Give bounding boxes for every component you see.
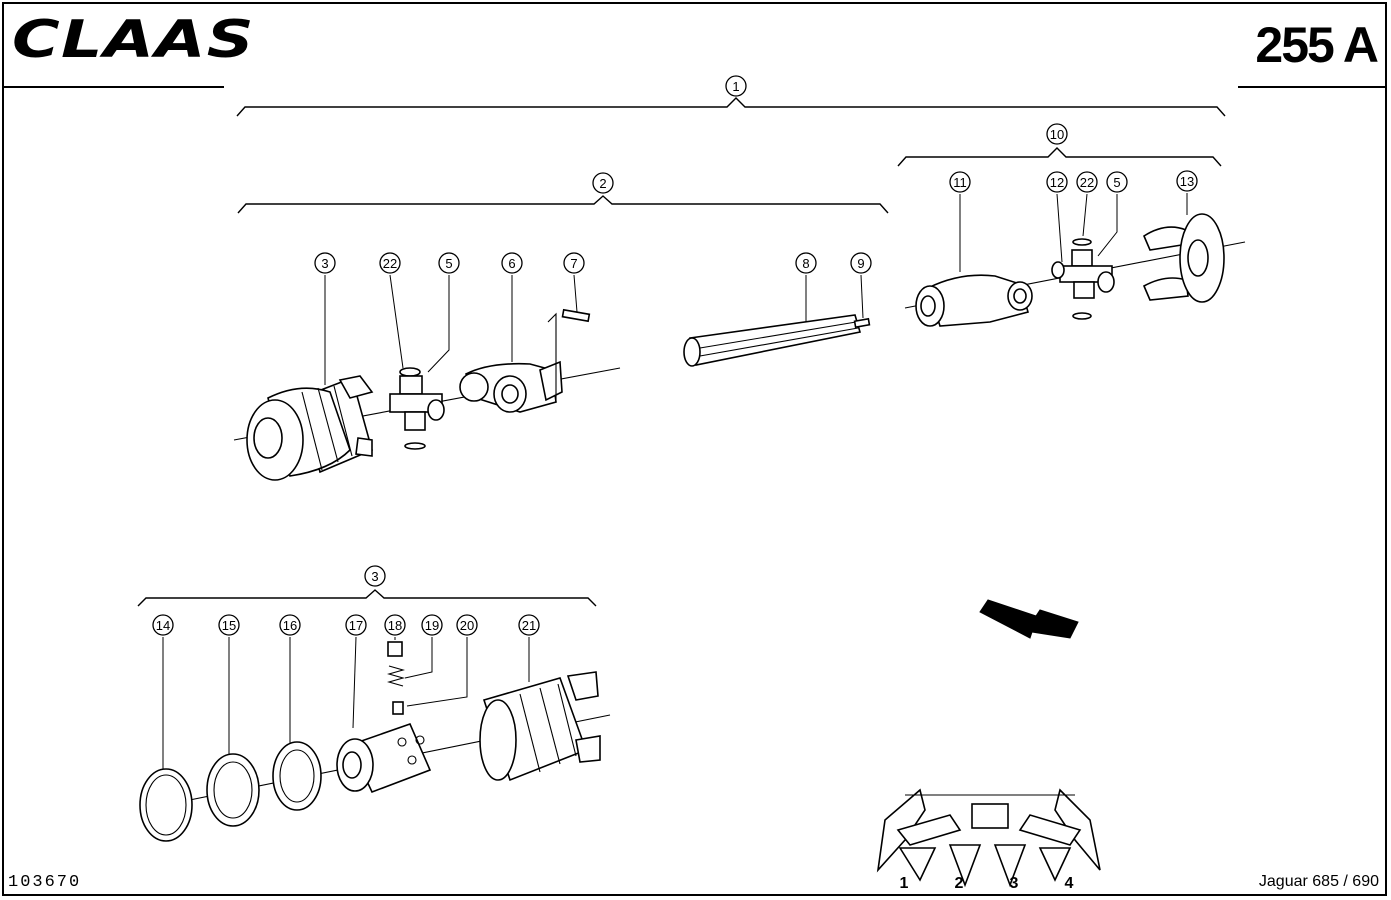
svg-text:17: 17 — [349, 618, 363, 633]
callout: 3 — [364, 565, 386, 587]
callout: 7 — [563, 252, 585, 274]
svg-text:20: 20 — [460, 618, 474, 633]
callout: 21 — [518, 614, 540, 636]
svg-text:5: 5 — [445, 256, 452, 271]
header-rule-right — [1238, 86, 1387, 88]
bearing-ring-17 — [336, 722, 432, 794]
svg-text:2: 2 — [599, 176, 606, 191]
bracket-group-3 — [137, 589, 597, 607]
callout: 14 — [152, 614, 174, 636]
callout: 10 — [1046, 123, 1068, 145]
svg-text:12: 12 — [1050, 175, 1064, 190]
callout: 20 — [456, 614, 478, 636]
callout: 3 — [314, 252, 336, 274]
roll-pin — [547, 308, 591, 400]
bracket-group-2 — [237, 195, 889, 214]
small-pin — [853, 317, 871, 329]
svg-text:19: 19 — [425, 618, 439, 633]
callout: 17 — [345, 614, 367, 636]
direction-arrow-icon — [979, 599, 1079, 639]
svg-text:7: 7 — [570, 256, 577, 271]
callout: 9 — [850, 252, 872, 274]
header-rule-left — [2, 86, 224, 88]
svg-text:8: 8 — [802, 256, 809, 271]
guard-cone-upper — [246, 375, 374, 481]
svg-text:22: 22 — [383, 256, 397, 271]
svg-text:1: 1 — [732, 79, 739, 94]
position-reference-sketch: 1 2 3 4 — [876, 788, 1101, 892]
support-ring-15 — [206, 753, 260, 827]
callout: 6 — [501, 252, 523, 274]
callout: 11 — [949, 171, 971, 193]
yoke-tube — [459, 360, 563, 413]
svg-text:5: 5 — [1113, 175, 1120, 190]
position-label: 2 — [955, 875, 964, 892]
callout: 16 — [279, 614, 301, 636]
leader-lines — [162, 193, 1188, 772]
callout: 13 — [1176, 170, 1198, 192]
callout: 22 — [379, 252, 401, 274]
callout: 19 — [421, 614, 443, 636]
svg-text:13: 13 — [1180, 174, 1194, 189]
svg-text:22: 22 — [1080, 175, 1094, 190]
circlip — [139, 768, 193, 842]
universal-joint-right — [1051, 238, 1115, 320]
model-label: Jaguar 685 / 690 — [1258, 873, 1379, 890]
svg-text:14: 14 — [156, 618, 170, 633]
position-label: 4 — [1065, 875, 1074, 892]
svg-text:21: 21 — [522, 618, 536, 633]
callout: 22 — [1076, 171, 1098, 193]
bracket-group-1 — [236, 97, 1226, 117]
axis-lines — [149, 241, 1246, 809]
svg-text:3: 3 — [321, 256, 328, 271]
spring-19 — [386, 665, 406, 687]
callout: 5 — [438, 252, 460, 274]
svg-text:16: 16 — [283, 618, 297, 633]
guard-cone-lower — [479, 671, 601, 782]
universal-joint-left — [389, 367, 445, 450]
callout: 18 — [384, 614, 406, 636]
svg-text:18: 18 — [388, 618, 402, 633]
flange-yoke — [1142, 213, 1225, 303]
bracket-group-10 — [897, 147, 1222, 167]
page-code: 255 A — [1255, 17, 1379, 73]
svg-text:6: 6 — [508, 256, 515, 271]
brand-logo: CLAAS — [12, 10, 255, 70]
position-label: 1 — [900, 875, 909, 892]
callout: 5 — [1106, 171, 1128, 193]
svg-text:10: 10 — [1050, 127, 1064, 142]
svg-text:9: 9 — [857, 256, 864, 271]
callout: 15 — [218, 614, 240, 636]
callout: 1 — [725, 75, 747, 97]
svg-text:3: 3 — [371, 569, 378, 584]
document-number: 103670 — [8, 873, 82, 892]
support-ring-16 — [272, 741, 322, 811]
sliding-yoke-right — [915, 274, 1033, 327]
pin-20 — [392, 701, 404, 715]
grease-cap-18 — [387, 641, 403, 657]
svg-text:15: 15 — [222, 618, 236, 633]
svg-text:11: 11 — [953, 175, 967, 190]
callout: 12 — [1046, 171, 1068, 193]
callout: 8 — [795, 252, 817, 274]
callout: 2 — [592, 172, 614, 194]
position-label: 3 — [1010, 875, 1019, 892]
profile-tube — [683, 314, 862, 367]
